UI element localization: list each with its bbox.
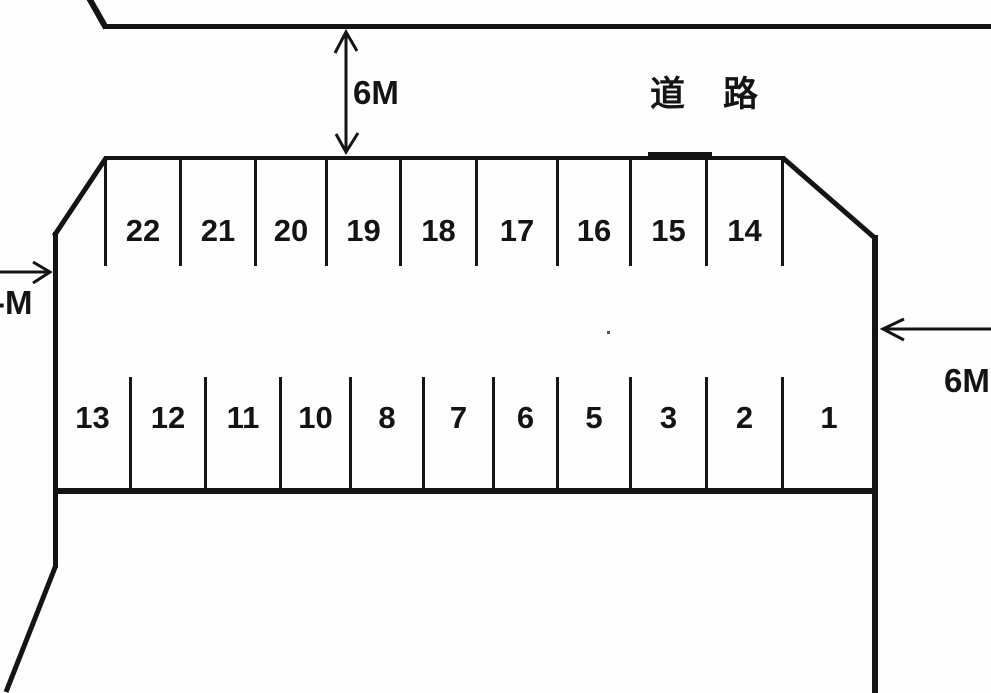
stall-divider bbox=[705, 377, 708, 490]
scan-artifact-line bbox=[648, 152, 712, 156]
stall-number: 18 bbox=[421, 213, 456, 248]
parking-bottom-boundary bbox=[56, 488, 878, 494]
left-clearance-label: -M bbox=[0, 284, 33, 321]
stall-divider bbox=[399, 159, 402, 266]
stall-divider bbox=[781, 159, 784, 266]
parking-left-chamfer bbox=[51, 156, 109, 238]
stall-divider bbox=[179, 159, 182, 266]
stall-number: 6 bbox=[516, 400, 535, 435]
stall-number: 14 bbox=[727, 213, 762, 248]
stall-number: 20 bbox=[273, 213, 309, 248]
stall-number: 16 bbox=[576, 213, 612, 248]
parking-top-boundary bbox=[104, 156, 785, 160]
stall-divider bbox=[325, 159, 328, 266]
stall-divider bbox=[475, 159, 478, 266]
stall-divider bbox=[781, 377, 784, 490]
road-label: 道路 bbox=[650, 75, 797, 114]
stall-divider bbox=[204, 377, 207, 490]
stall-number: 3 bbox=[659, 400, 678, 435]
stall-number: 19 bbox=[346, 213, 381, 248]
stall-number: 17 bbox=[499, 213, 535, 248]
parking-right-chamfer bbox=[781, 156, 878, 241]
stall-divider bbox=[556, 159, 559, 266]
stall-divider bbox=[279, 377, 282, 490]
stall-number: 2 bbox=[735, 400, 754, 435]
top-clearance-label: 6M bbox=[353, 74, 399, 111]
road-edge-line bbox=[103, 24, 991, 29]
stall-number: 10 bbox=[298, 400, 333, 435]
parking-right-boundary bbox=[872, 235, 878, 693]
left-clearance-arrow bbox=[0, 260, 53, 285]
stall-divider bbox=[104, 159, 107, 266]
stall-number: 7 bbox=[449, 400, 468, 435]
scan-speck bbox=[607, 331, 610, 334]
stall-number: 8 bbox=[378, 400, 396, 435]
stall-number: 21 bbox=[200, 213, 236, 248]
stall-divider bbox=[629, 159, 632, 266]
right-clearance-arrow bbox=[879, 317, 991, 342]
stall-divider bbox=[349, 377, 352, 490]
stall-divider bbox=[556, 377, 559, 490]
stall-number: 13 bbox=[75, 400, 110, 435]
stall-number: 12 bbox=[150, 400, 186, 435]
stall-divider bbox=[254, 159, 257, 266]
site-bottom-left-diagonal bbox=[3, 564, 59, 693]
stall-number: 1 bbox=[820, 400, 838, 435]
parking-left-boundary bbox=[53, 232, 58, 568]
stall-divider bbox=[629, 377, 632, 490]
stall-divider bbox=[129, 377, 132, 490]
right-clearance-label: 6M bbox=[944, 362, 990, 399]
stall-number: 22 bbox=[125, 213, 161, 248]
stall-number: 11 bbox=[226, 400, 260, 435]
stall-number: 15 bbox=[651, 213, 686, 248]
stall-number: 5 bbox=[585, 400, 603, 435]
stall-divider bbox=[705, 159, 708, 266]
stall-divider bbox=[422, 377, 425, 490]
stall-divider bbox=[492, 377, 495, 490]
